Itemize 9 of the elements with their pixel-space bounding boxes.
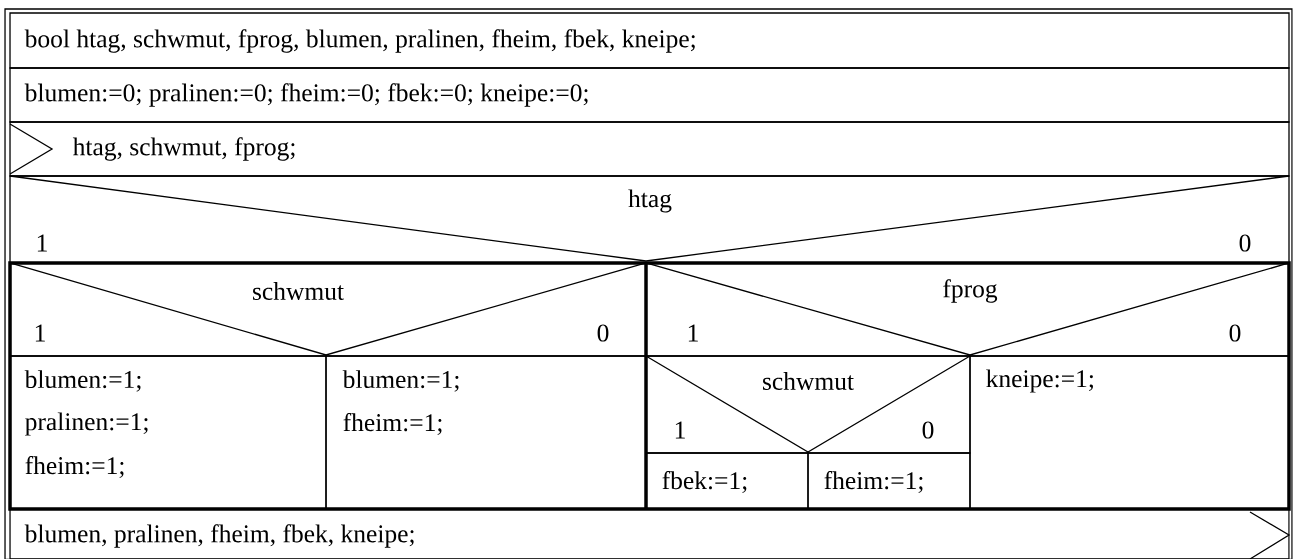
output-box: blumen, pralinen, fheim, fbek, kneipe; (9, 508, 1291, 559)
statement-box: bool htag, schwmut, fprog, blumen, pralinen, fheim, fbek, kneipe; (9, 12, 1290, 69)
process-box: fbek:=1; (645, 452, 809, 510)
process-box: kneipe:=1; (969, 355, 1290, 510)
input-box: htag, schwmut, fprog; (9, 121, 1290, 177)
statement-box: blumen:=0; pralinen:=0; fheim:=0; fbek:=0; kneipe:=0; (9, 67, 1290, 123)
process-box: blumen:=1; fheim:=1; (325, 355, 647, 510)
process-box: fheim:=1; (807, 452, 971, 510)
process-box: blumen:=1; pralinen:=1; fheim:=1; (9, 355, 327, 510)
